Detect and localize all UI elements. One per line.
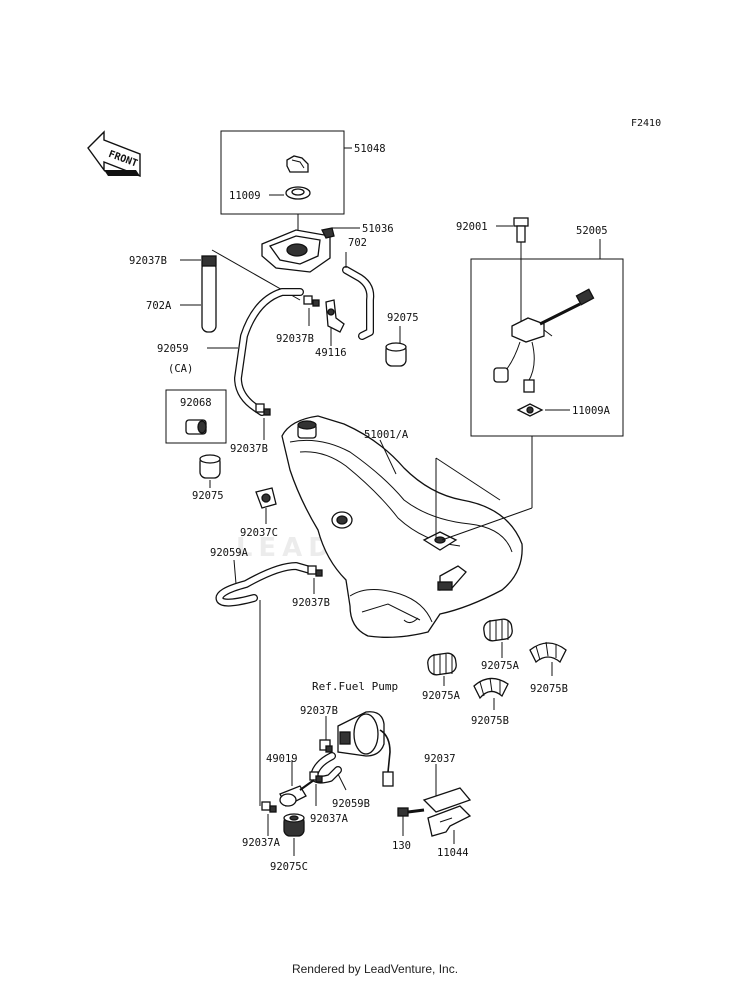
damper-92075b-right	[529, 641, 567, 664]
level-sensor-unit	[493, 288, 595, 393]
hose-702a	[201, 255, 217, 333]
label-52005: 52005	[576, 225, 608, 237]
hose-92059a	[215, 562, 314, 607]
label-92037b-b: 92037B	[276, 333, 314, 345]
bracket-11044	[422, 787, 472, 837]
damper-92075b-left	[473, 677, 509, 700]
clamp-92037c	[255, 487, 277, 509]
label-92075c: 92075C	[270, 861, 308, 873]
label-92037b-c: 92037B	[230, 443, 268, 455]
ca-label: (CA)	[168, 363, 193, 375]
label-11009: 11009	[229, 190, 261, 202]
label-51001a: 51001/A	[364, 429, 409, 441]
label-92059: 92059	[157, 343, 189, 355]
cap-tray	[261, 227, 335, 273]
fuel-tank-51001a	[281, 415, 523, 638]
clamp-92037b-top	[303, 295, 320, 307]
cap-gasket	[285, 186, 311, 200]
level-sensor-box	[470, 258, 624, 437]
front-arrow-icon: FRONT	[87, 130, 141, 178]
grommet-92068	[185, 419, 207, 435]
bolt-130	[397, 807, 425, 817]
label-92075-b: 92075	[192, 490, 224, 502]
label-92075a-b: 92075A	[422, 690, 461, 702]
label-92075-a: 92075	[387, 312, 419, 324]
label-92059a: 92059A	[210, 547, 249, 559]
label-51048: 51048	[354, 143, 386, 155]
label-92037: 92037	[424, 753, 456, 765]
bolt-92001	[513, 217, 529, 243]
gasket-11009a	[516, 403, 544, 417]
label-49116: 49116	[315, 347, 347, 359]
filter-49019	[279, 779, 315, 807]
label-11044: 11044	[437, 847, 469, 859]
label-702a: 702A	[146, 300, 172, 312]
ref-fuel-pump-label: Ref.Fuel Pump	[312, 680, 398, 693]
label-130: 130	[392, 840, 411, 852]
label-92068: 92068	[180, 397, 212, 409]
label-51036: 51036	[362, 223, 394, 235]
damper-92075a-left	[427, 652, 457, 676]
label-92001: 92001	[456, 221, 488, 233]
label-92037a-b: 92037A	[310, 813, 349, 825]
label-92037b-d: 92037B	[292, 597, 330, 609]
joint-49116	[325, 299, 345, 333]
pipe-702	[342, 266, 375, 340]
clamp-92037b-left	[255, 403, 271, 416]
figure-code: F2410	[631, 118, 661, 129]
label-92075b-a: 92075B	[530, 683, 568, 695]
damper-92075-left	[199, 454, 221, 479]
label-92037a-a: 92037A	[242, 837, 281, 849]
label-49019: 49019	[266, 753, 298, 765]
label-11009a: 11009A	[572, 405, 611, 417]
hose-92059	[234, 288, 304, 416]
clamp-92037b-mid	[307, 565, 323, 577]
damper-92075-right	[385, 342, 407, 367]
footer-credit: Rendered by LeadVenture, Inc.	[291, 962, 459, 976]
clamp-92037b-pump	[319, 739, 333, 753]
clamp-92037a-bottom	[261, 801, 277, 813]
fuel-cap	[286, 155, 309, 173]
fuel-pump	[337, 711, 394, 787]
label-92059b: 92059B	[332, 798, 370, 810]
damper-92075a-right	[483, 618, 513, 642]
label-92075b-b: 92075B	[471, 715, 509, 727]
label-92075a-a: 92075A	[481, 660, 520, 672]
cap-assembly-box	[220, 130, 345, 215]
label-92037c: 92037C	[240, 527, 278, 539]
label-92037b-a: 92037B	[129, 255, 167, 267]
damper-92075c	[283, 813, 305, 837]
label-92037b-e: 92037B	[300, 705, 338, 717]
ca-box	[165, 389, 227, 444]
label-702: 702	[348, 237, 367, 249]
